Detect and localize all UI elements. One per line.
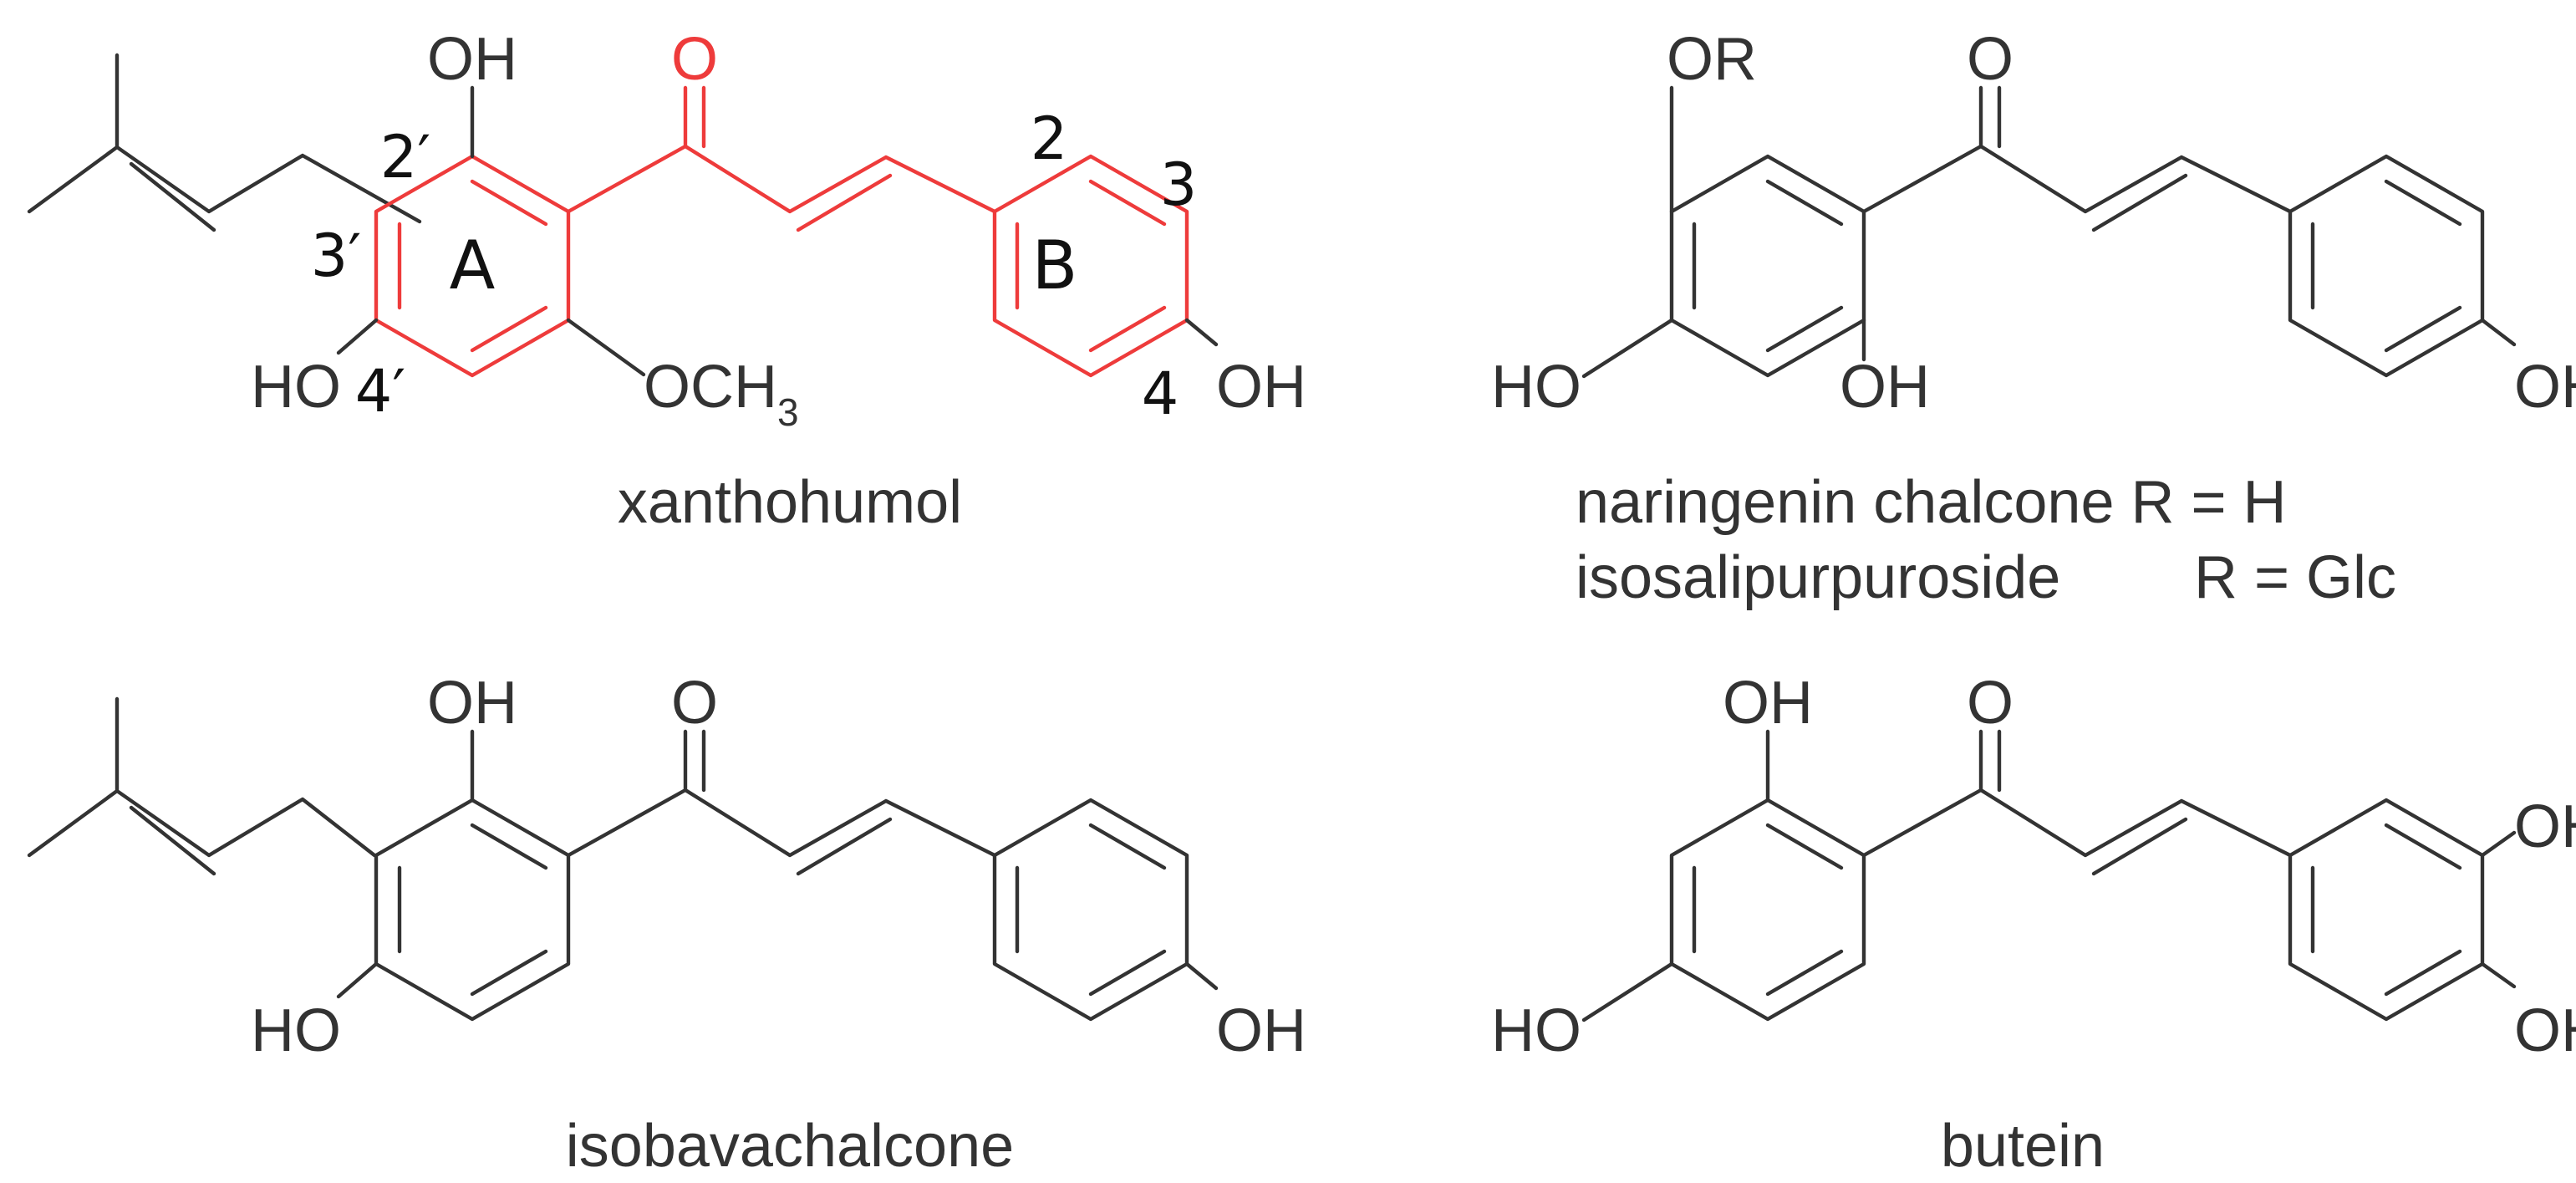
xanthohumol-methoxy-label: OCH3	[644, 354, 799, 434]
xanthohumol-oh-right-label: OH	[1216, 354, 1306, 421]
butein-structure: OH O HO OH OH butein	[1491, 670, 2576, 1180]
isobavachalcone-name: isobavachalcone	[566, 1113, 1014, 1180]
isobavachalcone-structure: OH O HO OH isobavachalcone	[27, 670, 1306, 1180]
naringenin-oh-bottom-label: OH	[1840, 354, 1930, 421]
isobavachalcone-oh-right-label: OH	[1216, 997, 1306, 1064]
isosalipurpuroside-r-value: R = Glc	[2194, 544, 2396, 611]
ring-b-label: B	[1032, 227, 1078, 304]
position-3prime-label: 3′	[311, 222, 361, 290]
xanthohumol-oh-top-label: OH	[427, 26, 517, 93]
methoxy-subscript: 3	[777, 390, 799, 434]
position-2-label: 2	[1031, 105, 1068, 173]
naringenin-oh-right-label: OH	[2514, 354, 2576, 421]
butein-ketone-o-label: O	[1967, 670, 2013, 737]
naringenin-or-label: OR	[1667, 26, 1757, 93]
butein-oh-top-label: OH	[1723, 670, 1813, 737]
xanthohumol-structure: OH O HO OCH3 OH A B 2′ 3′ 4′ 2 3 4 xanth…	[27, 26, 1306, 536]
position-4prime-label: 4′	[355, 357, 405, 426]
position-4-label: 4	[1142, 359, 1179, 428]
naringenin-ketone-o-label: O	[1967, 26, 2013, 93]
naringenin-chalcone-name: naringenin chalcone R = H	[1576, 469, 2287, 536]
xanthohumol-ketone-o-label: O	[671, 26, 718, 93]
isobavachalcone-oh-left-label: HO	[251, 997, 341, 1064]
position-3-label: 3	[1160, 150, 1198, 219]
butein-name: butein	[1941, 1113, 2105, 1180]
butein-oh-left-label: HO	[1491, 997, 1581, 1064]
position-2prime-label: 2′	[380, 123, 430, 191]
xanthohumol-name: xanthohumol	[618, 469, 962, 536]
naringenin-oh-left-label: HO	[1491, 354, 1581, 421]
isosalipurpuroside-name: isosalipurpuroside	[1576, 544, 2060, 611]
xanthohumol-oh-left-label: HO	[251, 354, 341, 421]
butein-oh-right-top-label: OH	[2514, 793, 2576, 860]
isobavachalcone-oh-top-label: OH	[427, 670, 517, 737]
isobavachalcone-ketone-o-label: O	[671, 670, 718, 737]
ring-a-label: A	[450, 227, 496, 304]
butein-oh-right-bottom-label: OH	[2514, 997, 2576, 1064]
naringenin-chalcone-structure: OR O HO OH OH naringenin chalcone R = H …	[1491, 26, 2576, 611]
methoxy-main: OCH	[644, 354, 777, 421]
